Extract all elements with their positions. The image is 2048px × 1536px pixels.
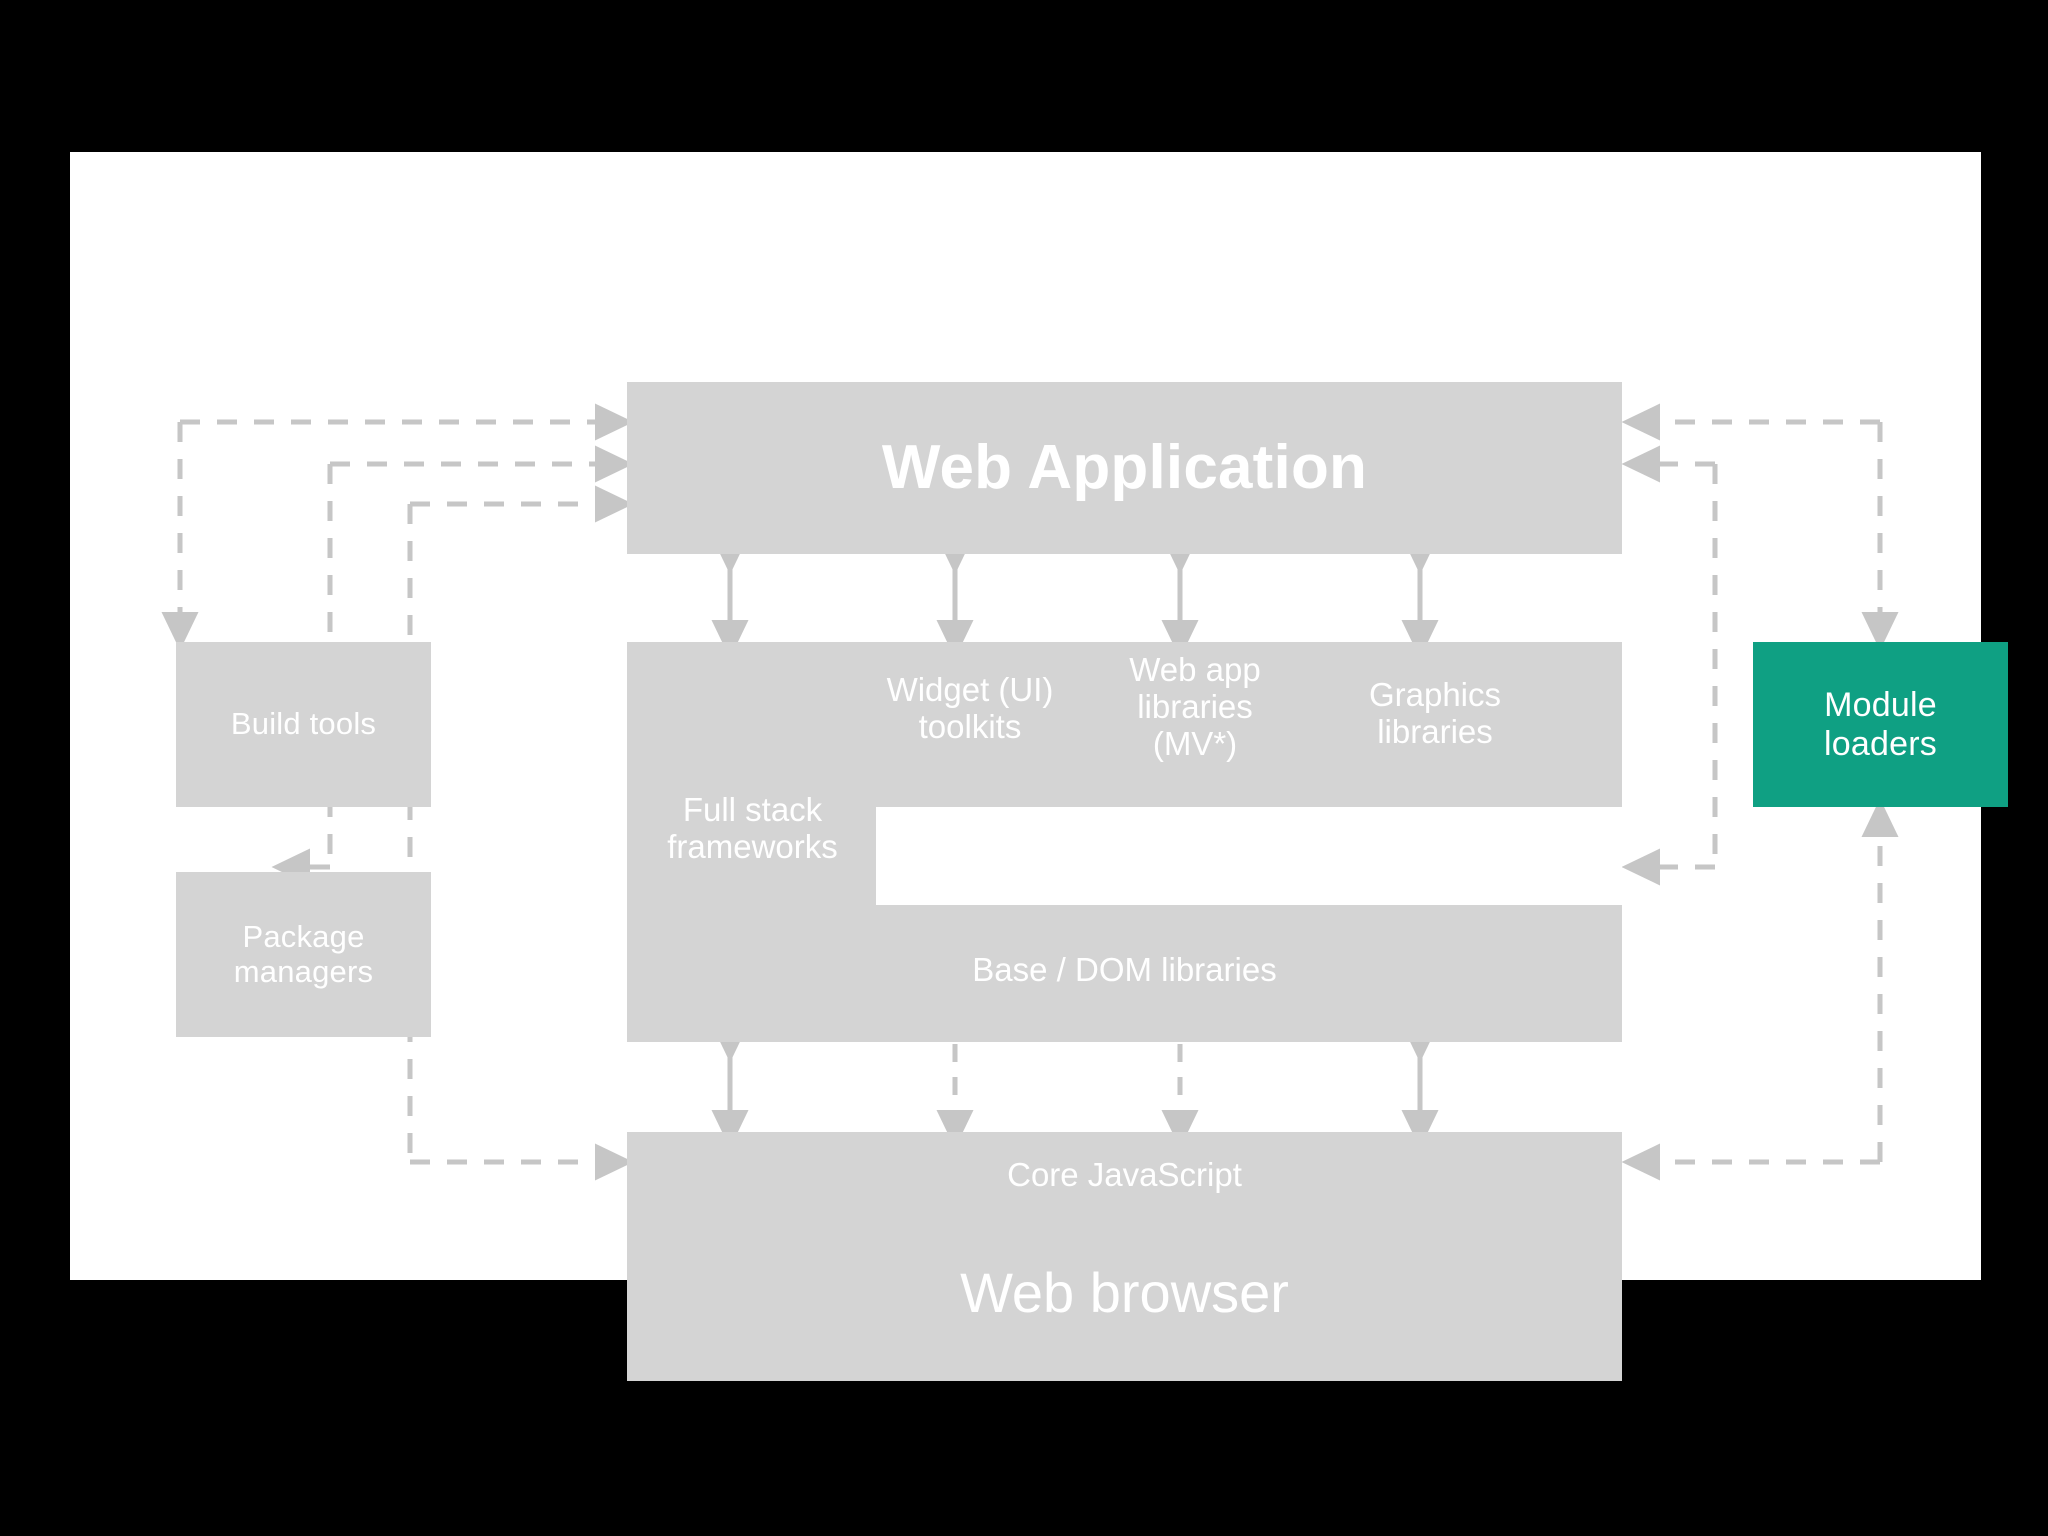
label-widget-toolkits: Widget (UI) toolkits	[870, 671, 1070, 746]
box-web-browser[interactable]	[627, 1132, 1622, 1381]
box-build-tools-label: Build tools	[230, 706, 377, 742]
connector-webapp-libraries	[711, 536, 1439, 659]
label-core-javascript: Core JavaScript	[627, 1156, 1622, 1194]
box-build-tools[interactable]: Build tools	[176, 642, 431, 807]
connector-moduleloaders-corejs	[1621, 798, 1899, 1181]
box-package-managers[interactable]: Package managers	[176, 872, 431, 1037]
box-module-loaders-label: Module loaders	[1824, 686, 1937, 763]
box-package-managers-label: Package managers	[233, 918, 374, 989]
box-module-loaders[interactable]: Module loaders	[1753, 642, 2008, 807]
label-base-dom-libraries-text: Base / DOM libraries	[972, 951, 1277, 988]
label-web-browser: Web browser	[627, 1261, 1622, 1325]
label-web-app-libraries: Web app libraries (MV*)	[1085, 651, 1305, 763]
connector-basedom-corejs	[711, 1024, 1439, 1149]
label-base-dom-libraries: Base / DOM libraries	[627, 951, 1622, 989]
label-widget-toolkits-text: Widget (UI) toolkits	[886, 671, 1054, 745]
label-graphics-libraries-text: Graphics libraries	[1368, 676, 1502, 750]
box-web-application-label: Web Application	[881, 433, 1368, 503]
label-web-app-libraries-text: Web app libraries (MV*)	[1129, 651, 1261, 762]
slide-canvas: Web Application Widget (UI) toolkits Web…	[70, 152, 2008, 1381]
layer-notch	[876, 807, 1622, 905]
box-base-dom-libraries[interactable]	[627, 905, 1622, 1042]
box-web-application[interactable]: Web Application	[627, 382, 1622, 554]
connector-buildtools-webapp	[161, 403, 634, 651]
label-web-browser-text: Web browser	[960, 1261, 1289, 1324]
label-graphics-libraries: Graphics libraries	[1325, 676, 1545, 751]
label-full-stack-frameworks: Full stack frameworks	[630, 791, 875, 866]
connector-moduleloaders-webapp-2	[1621, 445, 1718, 886]
connector-moduleloaders-webapp	[1621, 403, 1899, 651]
connector-pkg-corejs	[407, 485, 634, 1181]
label-core-javascript-text: Core JavaScript	[1007, 1156, 1242, 1193]
label-full-stack-frameworks-text: Full stack frameworks	[667, 791, 838, 865]
